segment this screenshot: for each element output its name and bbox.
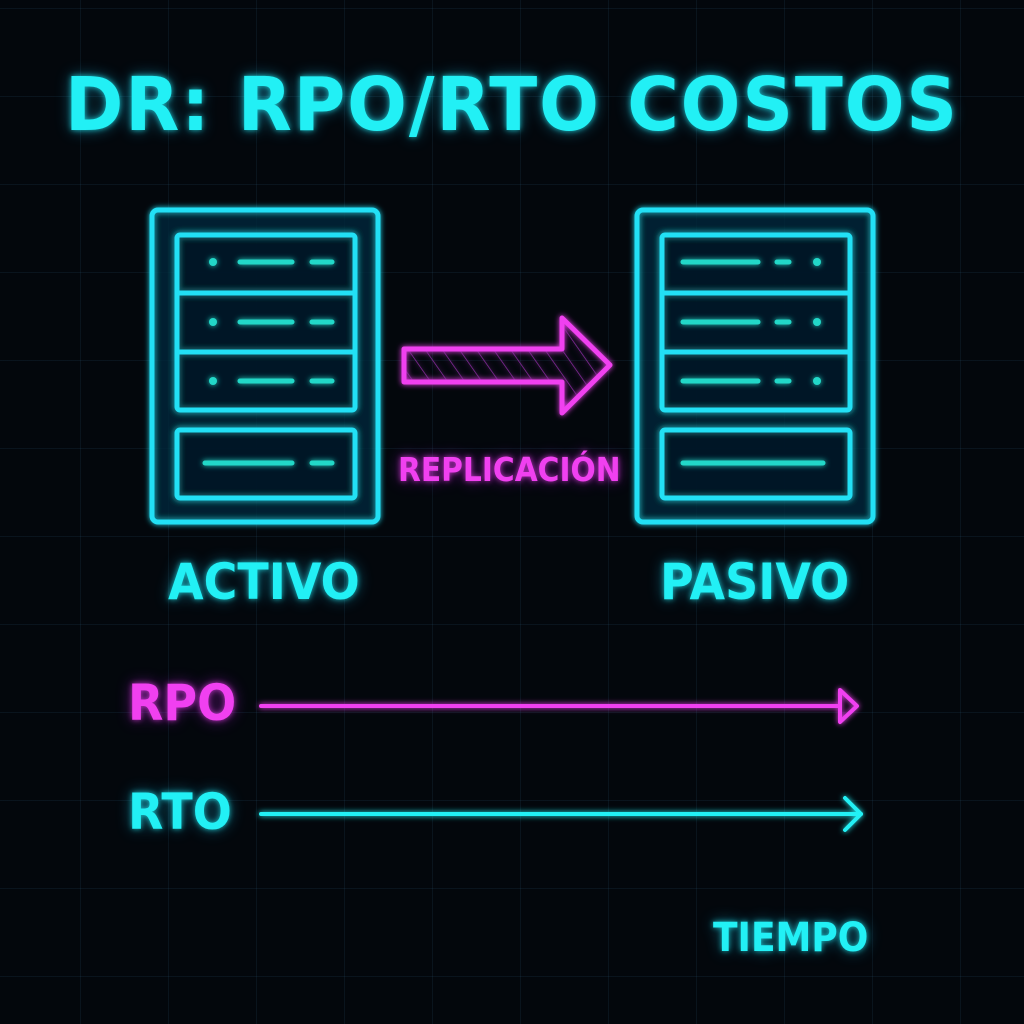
server-rack-icon: [634, 207, 876, 525]
rpo-arrow-icon: [259, 688, 859, 724]
node-label-active: ACTIVO: [168, 553, 360, 611]
page-title: DR: RPO/RTO COSTOS: [65, 62, 959, 148]
metric-label-rpo: RPO: [128, 674, 237, 732]
time-axis-line: [124, 889, 888, 893]
rto-arrow-icon: [259, 796, 863, 832]
metric-label-rto: RTO: [128, 783, 232, 841]
node-label-passive: PASIVO: [660, 553, 850, 611]
edge-label-replication: REPLICACIÓN: [398, 450, 621, 489]
arrow-right-icon: [401, 315, 613, 416]
server-rack-icon: [149, 207, 381, 525]
axis-label-time: TIEMPO: [713, 915, 869, 961]
